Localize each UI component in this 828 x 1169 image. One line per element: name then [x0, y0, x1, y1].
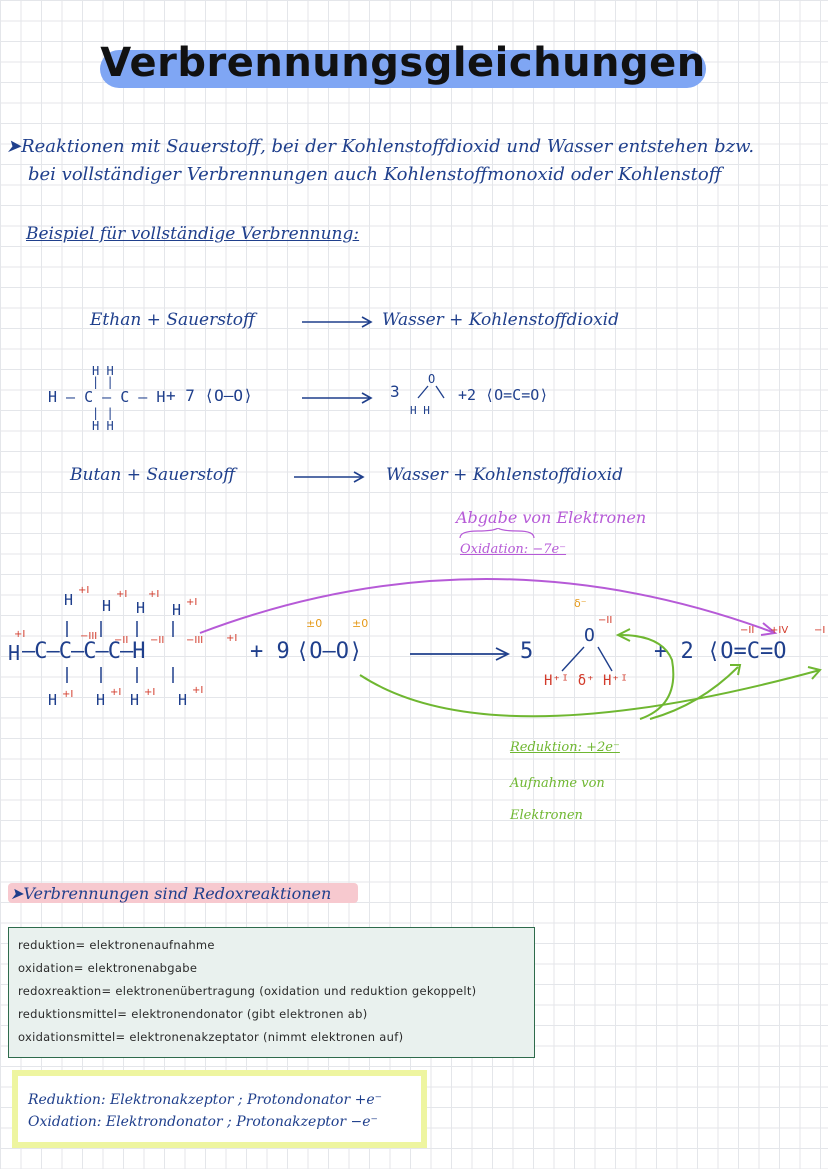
butane-arrow [410, 647, 511, 661]
definitions-box: reduktion= elektronenaufnahme oxidation=… [8, 927, 535, 1058]
oxidation-arrow [199, 578, 778, 636]
equation1-left: Ethan + Sauerstoff [90, 310, 256, 330]
butane-c-ox-3: −II [150, 635, 165, 646]
ethane-main-chain: H — C — C — H [48, 388, 166, 406]
butane-c-ox-1: −III [80, 631, 98, 642]
section-highlight [8, 883, 358, 903]
ethane-water-o: O [428, 372, 436, 386]
butane-h-top-ox-2: +I [116, 589, 128, 600]
butane-c-ox-2: −II [114, 635, 129, 646]
definition-oxidationsmittel: oxidationsmittel= elektronenakzeptator (… [18, 1030, 404, 1044]
butane-h-top-1: H [64, 591, 74, 609]
butane-water-delta-minus: δ⁻ [574, 597, 587, 610]
definition-redoxreaktion: redoxreaktion= elektronenübertragung (ox… [18, 984, 477, 998]
butane-h-top-4: H [172, 601, 182, 619]
butane-water-bonds [561, 646, 613, 672]
butane-co2: + 2 ⟨O=C=O [654, 639, 787, 664]
ethane-water-coeff: 3 [390, 382, 400, 401]
butane-vertical-bonds [66, 621, 174, 683]
butane-water-coeff: 5 [520, 639, 534, 664]
butane-h-top-2: H [102, 597, 112, 615]
definition-reduktionsmittel: reduktionsmittel= elektronendonator (gib… [18, 1007, 368, 1021]
intro-line-1: ➤Reaktionen mit Sauerstoff, bei der Kohl… [6, 136, 755, 157]
butane-h-bottom-ox-2: +I [110, 687, 122, 698]
butane-o2-coeff: + 9 [250, 639, 290, 664]
butane-main-chain: —C—C—C—C—H [22, 639, 145, 664]
equation1-right: Wasser + Kohlenstoffdioxid [382, 310, 619, 330]
butane-h-bottom-3: H [130, 691, 140, 709]
section-heading: ➤Verbrennungen sind Redoxreaktionen [10, 884, 332, 903]
butane-left-h-ox: +I [14, 629, 26, 640]
butane-h-bottom-1: H [48, 691, 58, 709]
ethane-co2: +2 ⟨O=C=O⟩ [458, 386, 549, 404]
butane-co2-c-ox: +IV [770, 625, 789, 636]
ethane-bars-bottom: | | [92, 406, 114, 420]
butane-h-top-ox-3: +I [148, 589, 160, 600]
summary-line-1: Reduktion: Elektronakzeptor ; Protondona… [28, 1092, 383, 1108]
butane-h-top-ox-1: +I [78, 585, 90, 596]
ethane-water-bonds [417, 385, 445, 399]
ethane-oxygen: + 7 ⟨O–O⟩ [166, 386, 253, 405]
ethane-arrow [302, 392, 373, 404]
intro-line-2: bei vollständiger Verbrennungen auch Koh… [28, 164, 722, 185]
equation2-arrow [294, 471, 365, 483]
ethane-water-h: H H [410, 404, 430, 417]
butane-h-bottom-ox-4: +I [192, 685, 204, 696]
butane-water-o: O [584, 625, 595, 646]
butane-h-bottom-2: H [96, 691, 106, 709]
butane-h-top-ox-4: +I [186, 597, 198, 608]
butane-water-o-ox: −II [598, 615, 613, 626]
definition-reduktion: reduktion= elektronenaufnahme [18, 938, 215, 952]
reduction-arrows [359, 628, 822, 720]
equation2-left: Butan + Sauerstoff [70, 465, 236, 485]
oxidation-label-line2: Oxidation: −7e⁻ [460, 542, 567, 557]
definition-oxidation: oxidation= elektronenabgabe [18, 961, 198, 975]
example-heading: Beispiel für vollständige Verbrennung: [26, 224, 360, 244]
butane-co2-o-ox: −II [740, 625, 755, 636]
reduction-label-line3: Elektronen [510, 808, 583, 823]
reduction-label-line1: Reduktion: +2e⁻ [510, 740, 620, 755]
equation2-right: Wasser + Kohlenstoffdioxid [386, 465, 623, 485]
butane-o-ox-2: ±0 [352, 617, 369, 630]
ethane-bars-top: | | [92, 375, 114, 389]
butane-c-ox-4: −III [186, 635, 204, 646]
butane-h-bottom-4: H [178, 691, 188, 709]
butane-h-bottom-ox-1: +I [62, 689, 74, 700]
butane-equation: H +I H +I H +I H +I +I H —C—C—C—C—H +I −… [0, 585, 828, 735]
ethane-top-h: H H [92, 364, 114, 378]
page-title: Verbrennungsgleichungen [100, 40, 706, 86]
summary-line-2: Oxidation: Elektrondonator ; Protonakzep… [28, 1114, 378, 1130]
butane-water-h: H⁺ᴵ δ⁺ H⁺ᴵ [544, 673, 629, 689]
butane-o2: ⟨O–O⟩ [296, 639, 363, 664]
oxidation-brace [459, 528, 535, 539]
butane-h-top-3: H [136, 599, 146, 617]
butane-left-h: H [8, 641, 21, 665]
butane-h-bottom-ox-3: +I [144, 687, 156, 698]
title-highlight [100, 50, 706, 88]
oxidation-label-line1: Abgabe von Elektronen [456, 508, 647, 527]
summary-box: Reduktion: Elektronakzeptor ; Protondona… [12, 1070, 427, 1148]
ethane-bottom-h: H H [92, 419, 114, 433]
butane-co2-o2-ox: −I [814, 625, 826, 636]
equation1-arrow [302, 316, 373, 328]
butane-o-ox-1: ±0 [306, 617, 323, 630]
butane-right-h-ox: +I [226, 633, 238, 644]
reduction-label-line2: Aufnahme von [510, 776, 605, 791]
